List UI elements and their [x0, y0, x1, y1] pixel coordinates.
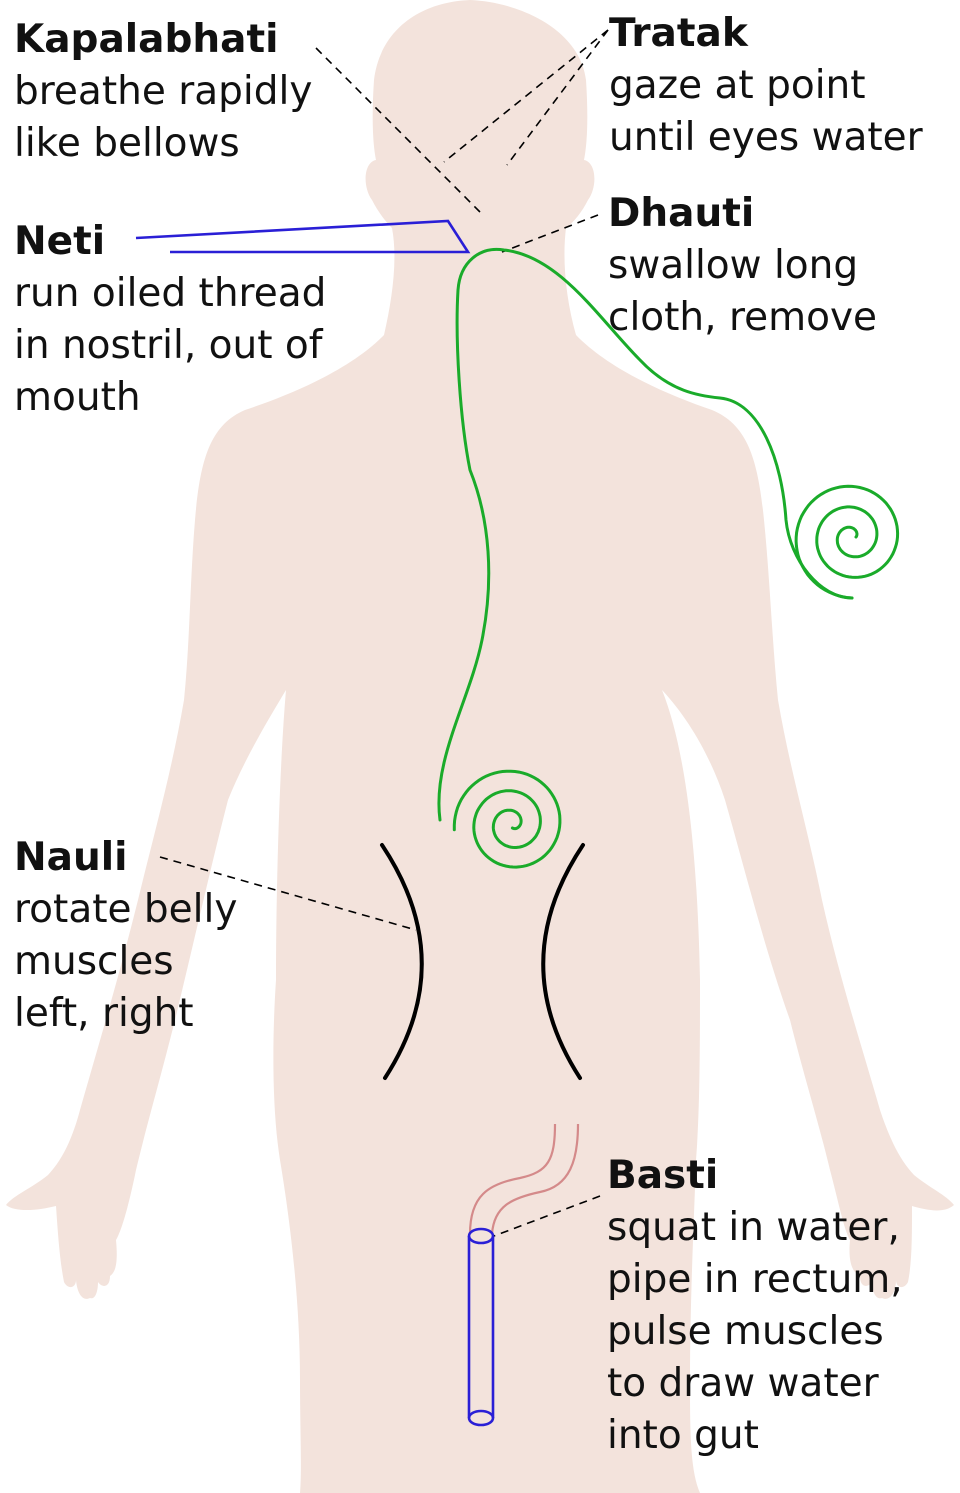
tratak-title: Tratak — [609, 11, 748, 56]
dhauti-title: Dhauti — [608, 191, 755, 236]
tratak-line-1: gaze at point — [609, 63, 866, 108]
nauli-line-3: left, right — [14, 991, 194, 1036]
nauli-muscles — [380, 843, 585, 1080]
dhauti-cloth — [437, 247, 900, 869]
dhauti-cloth-strand — [437, 247, 854, 822]
nauli-left-muscle — [380, 843, 424, 1080]
dhauti-spiral-stomach — [452, 769, 562, 869]
basti-label: Basti squat in water, pipe in rectum, pu… — [607, 1150, 903, 1462]
tratak-leader-left — [443, 29, 609, 163]
neti-thread — [135, 219, 471, 254]
dhauti-line-1: swallow long — [608, 243, 859, 288]
nauli-leader — [159, 856, 417, 931]
kapalabhati-title: Kapalabhati — [14, 17, 279, 62]
basti-leader — [493, 1195, 601, 1237]
basti-tube — [468, 1123, 580, 1235]
body-silhouette — [6, 0, 954, 1493]
kapalabhati-line-1: breathe rapidly — [14, 69, 313, 114]
nauli-title: Nauli — [14, 835, 128, 880]
neti-label: Neti run oiled thread in nostril, out of… — [14, 216, 326, 424]
basti-line-2: pipe in rectum, — [607, 1257, 903, 1302]
basti-apparatus — [467, 1123, 580, 1427]
tratak-label: Tratak gaze at point until eyes water — [609, 8, 923, 164]
nauli-line-1: rotate belly — [14, 887, 238, 932]
neti-title: Neti — [14, 219, 106, 264]
basti-pipe — [467, 1227, 495, 1427]
basti-line-5: into gut — [607, 1413, 759, 1458]
basti-line-1: squat in water, — [607, 1205, 900, 1250]
leader-lines — [159, 29, 609, 1237]
kapalabhati-label: Kapalabhati breathe rapidly like bellows — [14, 14, 312, 170]
dhauti-spiral-outside — [794, 484, 900, 600]
neti-line-1: run oiled thread — [14, 271, 327, 316]
dhauti-leader — [501, 214, 599, 253]
nauli-line-2: muscles — [14, 939, 174, 984]
neti-line-2: in nostril, out of — [14, 323, 323, 368]
kapalabhati-line-2: like bellows — [14, 121, 240, 166]
dhauti-label: Dhauti swallow long cloth, remove — [608, 188, 877, 344]
basti-line-3: pulse muscles — [607, 1309, 884, 1354]
basti-title: Basti — [607, 1153, 719, 1198]
basti-line-4: to draw water — [607, 1361, 879, 1406]
kapalabhati-leader — [315, 47, 481, 213]
nauli-label: Nauli rotate belly muscles left, right — [14, 832, 237, 1040]
tratak-line-2: until eyes water — [609, 115, 923, 160]
basti-pipe-bottom — [467, 1409, 495, 1427]
nauli-right-muscle — [541, 843, 585, 1080]
neti-line-3: mouth — [14, 375, 141, 420]
tratak-leader-right — [506, 29, 609, 166]
dhauti-line-2: cloth, remove — [608, 295, 878, 340]
